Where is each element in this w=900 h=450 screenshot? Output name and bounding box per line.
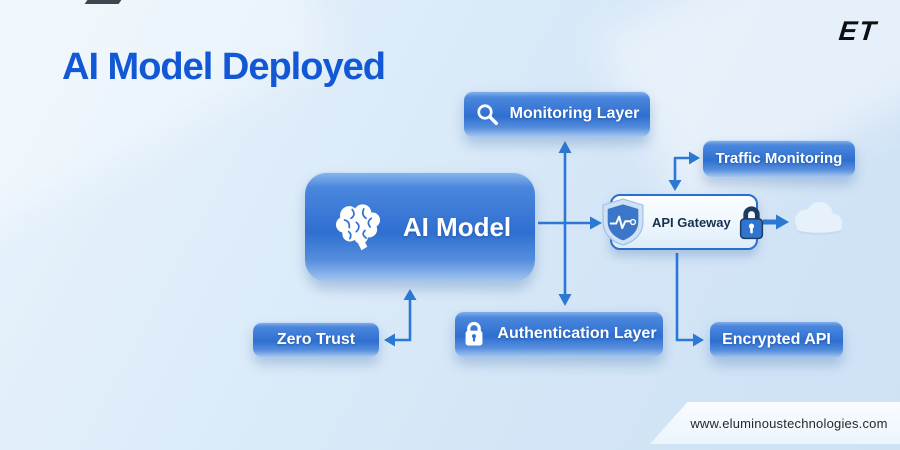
- node-traffic-monitoring: Traffic Monitoring: [703, 140, 855, 177]
- arrow-aimodel-zerotrust: [384, 289, 417, 347]
- node-zero-trust: Zero Trust: [253, 322, 379, 357]
- node-label: Encrypted API: [722, 330, 831, 348]
- website-banner: www.eluminoustechnologies.com: [650, 402, 900, 444]
- node-label: API Gateway: [652, 214, 731, 230]
- arrow-gateway-traffic: [668, 151, 700, 191]
- node-monitoring-layer: Monitoring Layer: [464, 91, 650, 137]
- padlock-icon: [737, 204, 766, 241]
- node-label: Monitoring Layer: [509, 105, 640, 122]
- node-label: Authentication Layer: [497, 325, 657, 342]
- arrow-monitoring-auth: [558, 141, 572, 306]
- website-url: www.eluminoustechnologies.com: [690, 415, 888, 431]
- background-streak: [0, 0, 332, 245]
- magnifier-icon: [475, 102, 500, 127]
- page-title: AI Model Deployed: [62, 46, 386, 88]
- brand-logo: ET: [837, 16, 880, 46]
- node-label: Traffic Monitoring: [715, 150, 843, 167]
- lock-icon: [461, 320, 487, 349]
- arrow-gateway-encrypted: [675, 253, 704, 347]
- node-authentication-layer: Authentication Layer: [455, 311, 663, 357]
- cloud-icon: [786, 197, 850, 243]
- node-label: AI Model: [402, 211, 512, 242]
- brain-icon: [329, 198, 387, 256]
- shield-pulse-icon: [600, 197, 646, 247]
- node-api-gateway: API Gateway: [602, 194, 763, 250]
- node-encrypted-api: Encrypted API: [710, 321, 843, 358]
- top-edge-mark: [84, 0, 122, 4]
- arrow-aimodel-gateway: [538, 216, 602, 230]
- node-ai-model: AI Model: [305, 172, 535, 282]
- node-label: Zero Trust: [276, 330, 356, 348]
